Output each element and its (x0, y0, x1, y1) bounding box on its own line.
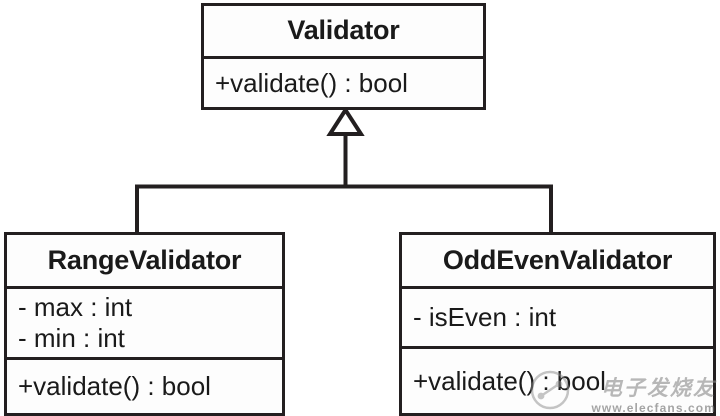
class-name-validator: Validator (287, 15, 400, 46)
operations-compartment-rangevalidator: +validate() : bool (7, 356, 282, 413)
class-name-compartment-oddevenvalidator: OddEvenValidator (402, 235, 713, 286)
generalization-hollow-triangle-arrowhead (326, 106, 365, 136)
class-box-rangevalidator[interactable]: RangeValidator - max : int - min : int +… (4, 232, 285, 416)
class-name-rangevalidator: RangeValidator (47, 245, 242, 276)
class-name-compartment-validator: Validator (204, 6, 483, 56)
class-name-oddevenvalidator: OddEvenValidator (442, 245, 673, 276)
operation-validate: +validate() : bool (215, 67, 408, 98)
class-name-compartment-rangevalidator: RangeValidator (7, 235, 282, 286)
attribute-min: - min : int (18, 323, 125, 354)
operation-validate: +validate() : bool (18, 371, 211, 402)
attribute-max: - max : int (18, 292, 133, 323)
operations-compartment-validator: +validate() : bool (204, 55, 483, 107)
class-box-oddevenvalidator[interactable]: OddEvenValidator - isEven : int +validat… (399, 232, 716, 416)
attributes-compartment-rangevalidator: - max : int - min : int (7, 286, 282, 357)
attribute-iseven: - isEven : int (413, 302, 557, 333)
operations-compartment-oddevenvalidator: +validate() : bool (402, 346, 713, 413)
attributes-compartment-oddevenvalidator: - isEven : int (402, 286, 713, 346)
operation-validate: +validate() : bool (413, 365, 606, 396)
class-box-validator[interactable]: Validator +validate() : bool (201, 3, 486, 110)
